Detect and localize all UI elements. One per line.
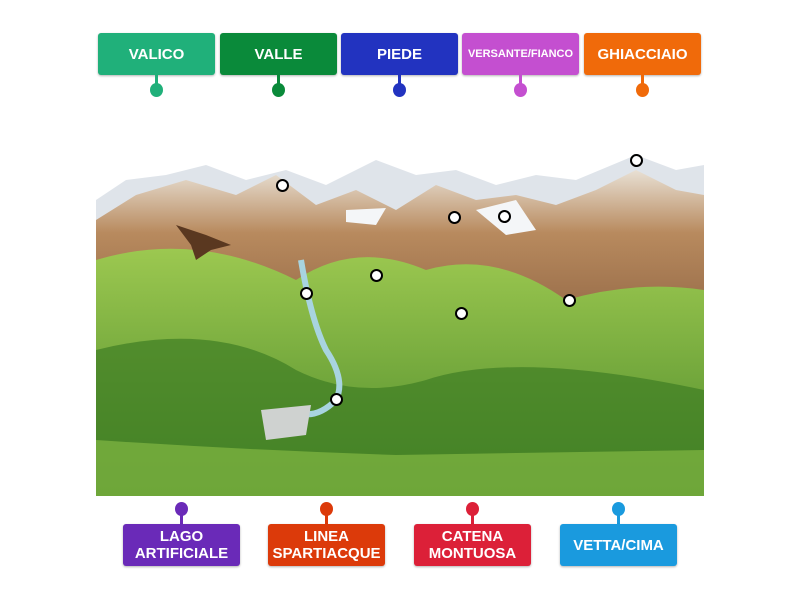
- label-vetta-cima[interactable]: VETTA/CIMA: [560, 524, 677, 566]
- label-linea-spartiacque[interactable]: LINEA SPARTIACQUE: [268, 524, 385, 566]
- label-versante[interactable]: VERSANTE/FIANCO: [462, 33, 579, 75]
- drop-spot[interactable]: [300, 287, 313, 300]
- label-valico[interactable]: VALICO: [98, 33, 215, 75]
- drop-spot[interactable]: [448, 211, 461, 224]
- drop-spot[interactable]: [455, 307, 468, 320]
- drop-spot[interactable]: [498, 210, 511, 223]
- drop-spot[interactable]: [276, 179, 289, 192]
- label-lago-artificiale[interactable]: LAGO ARTIFICIALE: [123, 524, 240, 566]
- drop-spot[interactable]: [563, 294, 576, 307]
- drop-spot[interactable]: [370, 269, 383, 282]
- label-piede[interactable]: PIEDE: [341, 33, 458, 75]
- label-valle[interactable]: VALLE: [220, 33, 337, 75]
- drop-spot[interactable]: [330, 393, 343, 406]
- drop-spot[interactable]: [630, 154, 643, 167]
- label-ghiacciaio[interactable]: GHIACCIAIO: [584, 33, 701, 75]
- label-catena-montuosa[interactable]: CATENA MONTUOSA: [414, 524, 531, 566]
- mountain-landscape-image: [96, 150, 704, 496]
